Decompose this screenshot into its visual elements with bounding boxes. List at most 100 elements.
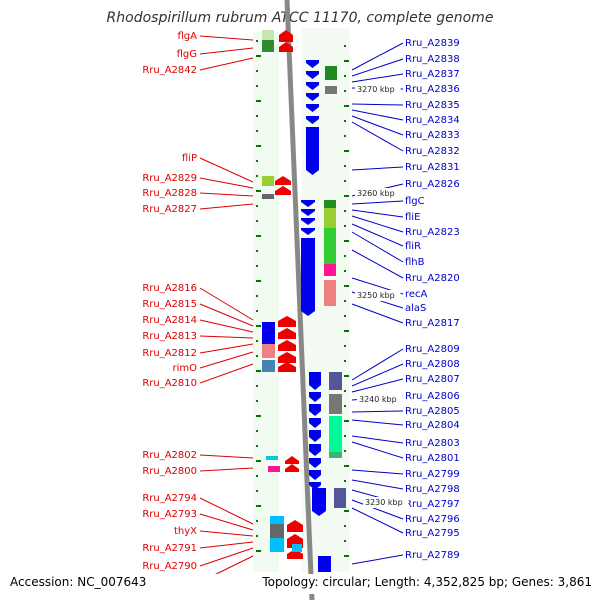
connector-left	[199, 343, 254, 354]
tick-left	[256, 175, 258, 177]
feature-box	[329, 394, 342, 414]
tick-right	[344, 555, 349, 557]
scale-marker-background	[355, 188, 401, 199]
gene-label-right: Rru_A2836	[405, 84, 460, 95]
connector-right	[351, 215, 404, 233]
feature-box	[262, 344, 275, 358]
tick-right	[344, 240, 349, 242]
connector-left	[199, 351, 254, 369]
gene-label-right: Rru_A2803	[405, 438, 460, 449]
tick-left	[256, 100, 261, 102]
tick-right	[344, 285, 349, 287]
connector-left	[199, 454, 254, 459]
forward-gene	[275, 186, 291, 195]
connector-right	[351, 109, 404, 121]
gene-label-right: Rru_A2837	[405, 69, 460, 80]
connector-right	[351, 410, 404, 413]
tick-right	[344, 165, 346, 167]
gene-label-left: fliP	[182, 153, 197, 164]
gene-label-left: Rru_A2814	[142, 315, 197, 326]
gene-label-right: Rru_A2806	[405, 391, 460, 402]
feature-box	[270, 538, 284, 552]
tick-left	[256, 160, 258, 162]
tick-left	[256, 400, 258, 402]
forward-gene	[278, 316, 296, 327]
tick-right	[344, 270, 346, 272]
connector-right	[351, 554, 404, 565]
connector-left	[199, 467, 254, 472]
forward-gene	[285, 456, 299, 464]
connector-left	[199, 497, 254, 525]
forward-gene	[287, 520, 303, 532]
gene-label-left: Rru_A2813	[142, 331, 197, 342]
reverse-gene	[301, 228, 315, 235]
reverse-gene	[306, 93, 319, 101]
tick-right	[344, 315, 346, 317]
gene-label-right: Rru_A2839	[405, 38, 460, 49]
scale-marker-label: 3230 kbp	[365, 498, 403, 507]
reverse-gene	[306, 71, 319, 79]
connector-left	[199, 35, 254, 41]
gene-label-left: Rru_A2842	[142, 65, 197, 76]
tick-right	[344, 390, 346, 392]
forward-gene	[278, 352, 296, 363]
connector-right	[351, 200, 404, 205]
tick-left	[256, 505, 261, 507]
connector-right	[351, 499, 404, 520]
tick-left	[256, 85, 258, 87]
tick-left	[256, 445, 258, 447]
tick-right	[344, 330, 349, 332]
backbone-line	[284, 0, 315, 600]
feature-box	[324, 228, 336, 264]
tick-right	[344, 180, 346, 182]
reverse-gene	[309, 418, 321, 428]
gene-label-right: Rru_A2804	[405, 420, 460, 431]
connector-left	[199, 177, 254, 189]
reverse-gene	[318, 556, 331, 572]
gene-label-right: Rru_A2798	[405, 484, 460, 495]
gene-label-right: Rru_A2807	[405, 374, 460, 385]
gene-labels: flgAflgGRru_A2842fliPRru_A2829Rru_A2828R…	[142, 31, 459, 588]
connector-right	[351, 73, 404, 83]
forward-gene	[278, 328, 296, 339]
reverse-gene	[309, 392, 321, 402]
connector-right	[351, 419, 404, 426]
feature-box	[262, 322, 275, 344]
tick-left	[256, 145, 261, 147]
accession-text: Accession: NC_007643	[10, 575, 146, 589]
gene-label-right: Rru_A2826	[405, 179, 460, 190]
tick-right	[344, 225, 346, 227]
connector-left	[199, 541, 254, 549]
gene-label-right: fliR	[405, 241, 421, 252]
gene-label-right: Rru_A2799	[405, 469, 460, 480]
feature-box	[329, 372, 342, 390]
tick-right	[344, 150, 349, 152]
gene-label-right: Rru_A2832	[405, 146, 460, 157]
reverse-gene	[301, 218, 315, 225]
tick-left	[256, 475, 258, 477]
gene-label-right: Rru_A2805	[405, 406, 460, 417]
connector-left	[199, 303, 254, 327]
feature-box	[262, 30, 274, 40]
connector-right	[351, 209, 404, 218]
gene-label-left: Rru_A2810	[142, 378, 197, 389]
tick-left	[256, 490, 258, 492]
gene-label-left: Rru_A2802	[142, 450, 197, 461]
reverse-gene	[309, 482, 321, 490]
connector-left	[199, 547, 254, 567]
tick-right	[344, 360, 346, 362]
reverse-gene	[309, 430, 321, 442]
tick-left	[256, 355, 258, 357]
forward-gene	[279, 30, 293, 42]
forward-gene	[275, 176, 291, 185]
tick-left	[256, 115, 258, 117]
connector-left	[199, 513, 254, 531]
tick-left	[256, 250, 258, 252]
reverse-gene	[312, 488, 326, 516]
tick-left	[256, 40, 258, 42]
tick-left	[256, 370, 261, 372]
footer-background	[0, 574, 600, 594]
scale-marker-label: 3240 kbp	[359, 395, 397, 404]
tick-left	[256, 130, 258, 132]
